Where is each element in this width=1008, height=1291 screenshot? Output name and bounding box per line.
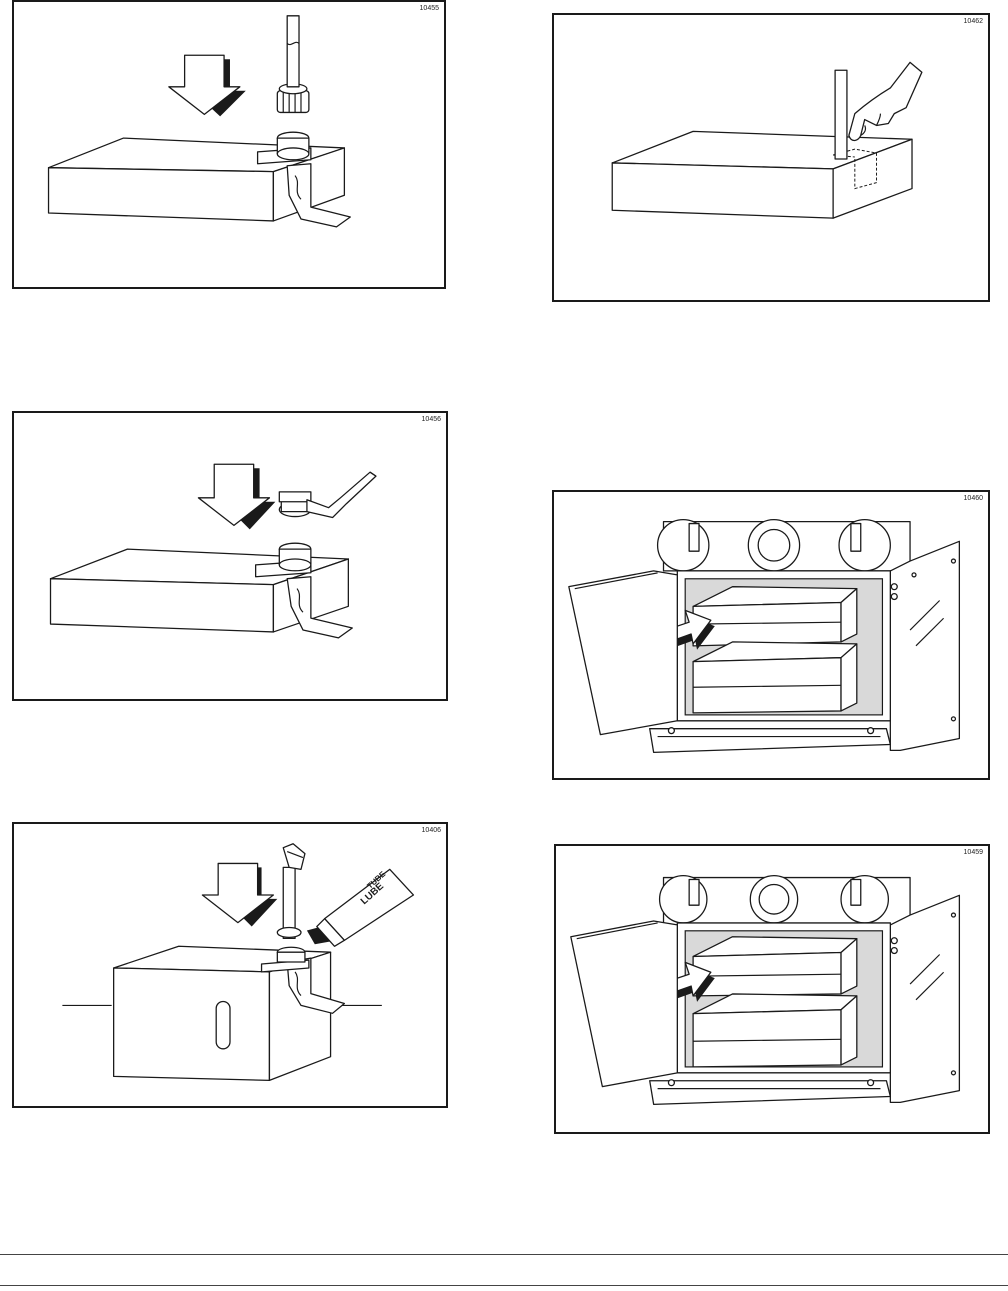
box-front	[114, 968, 270, 1080]
illustration-bag-connector	[14, 2, 444, 287]
figure-10406: 10406 TUBE LUBE	[12, 822, 448, 1108]
box-front	[49, 168, 274, 221]
figure-10460: 10460	[552, 490, 990, 780]
illustration-cabinet-loading	[554, 492, 988, 778]
cabinet-door	[571, 921, 678, 1087]
cabinet-door	[569, 571, 677, 735]
footer-rule-top	[0, 1254, 1008, 1255]
illustration-cabinet-loading-alt	[556, 846, 988, 1132]
illustration-finger-press	[554, 15, 988, 300]
figure-10462: 10462	[552, 13, 990, 302]
box-front	[51, 579, 274, 632]
footer-rule-bottom	[0, 1285, 1008, 1286]
figure-10459: 10459	[554, 844, 990, 1134]
figure-10455: 10455	[12, 0, 446, 289]
hand-icon	[849, 62, 922, 140]
illustration-tube-lube: TUBE LUBE	[14, 824, 446, 1106]
box-front	[612, 163, 833, 218]
figure-10456: 10456	[12, 411, 448, 701]
illustration-elbow-connector	[14, 413, 446, 699]
